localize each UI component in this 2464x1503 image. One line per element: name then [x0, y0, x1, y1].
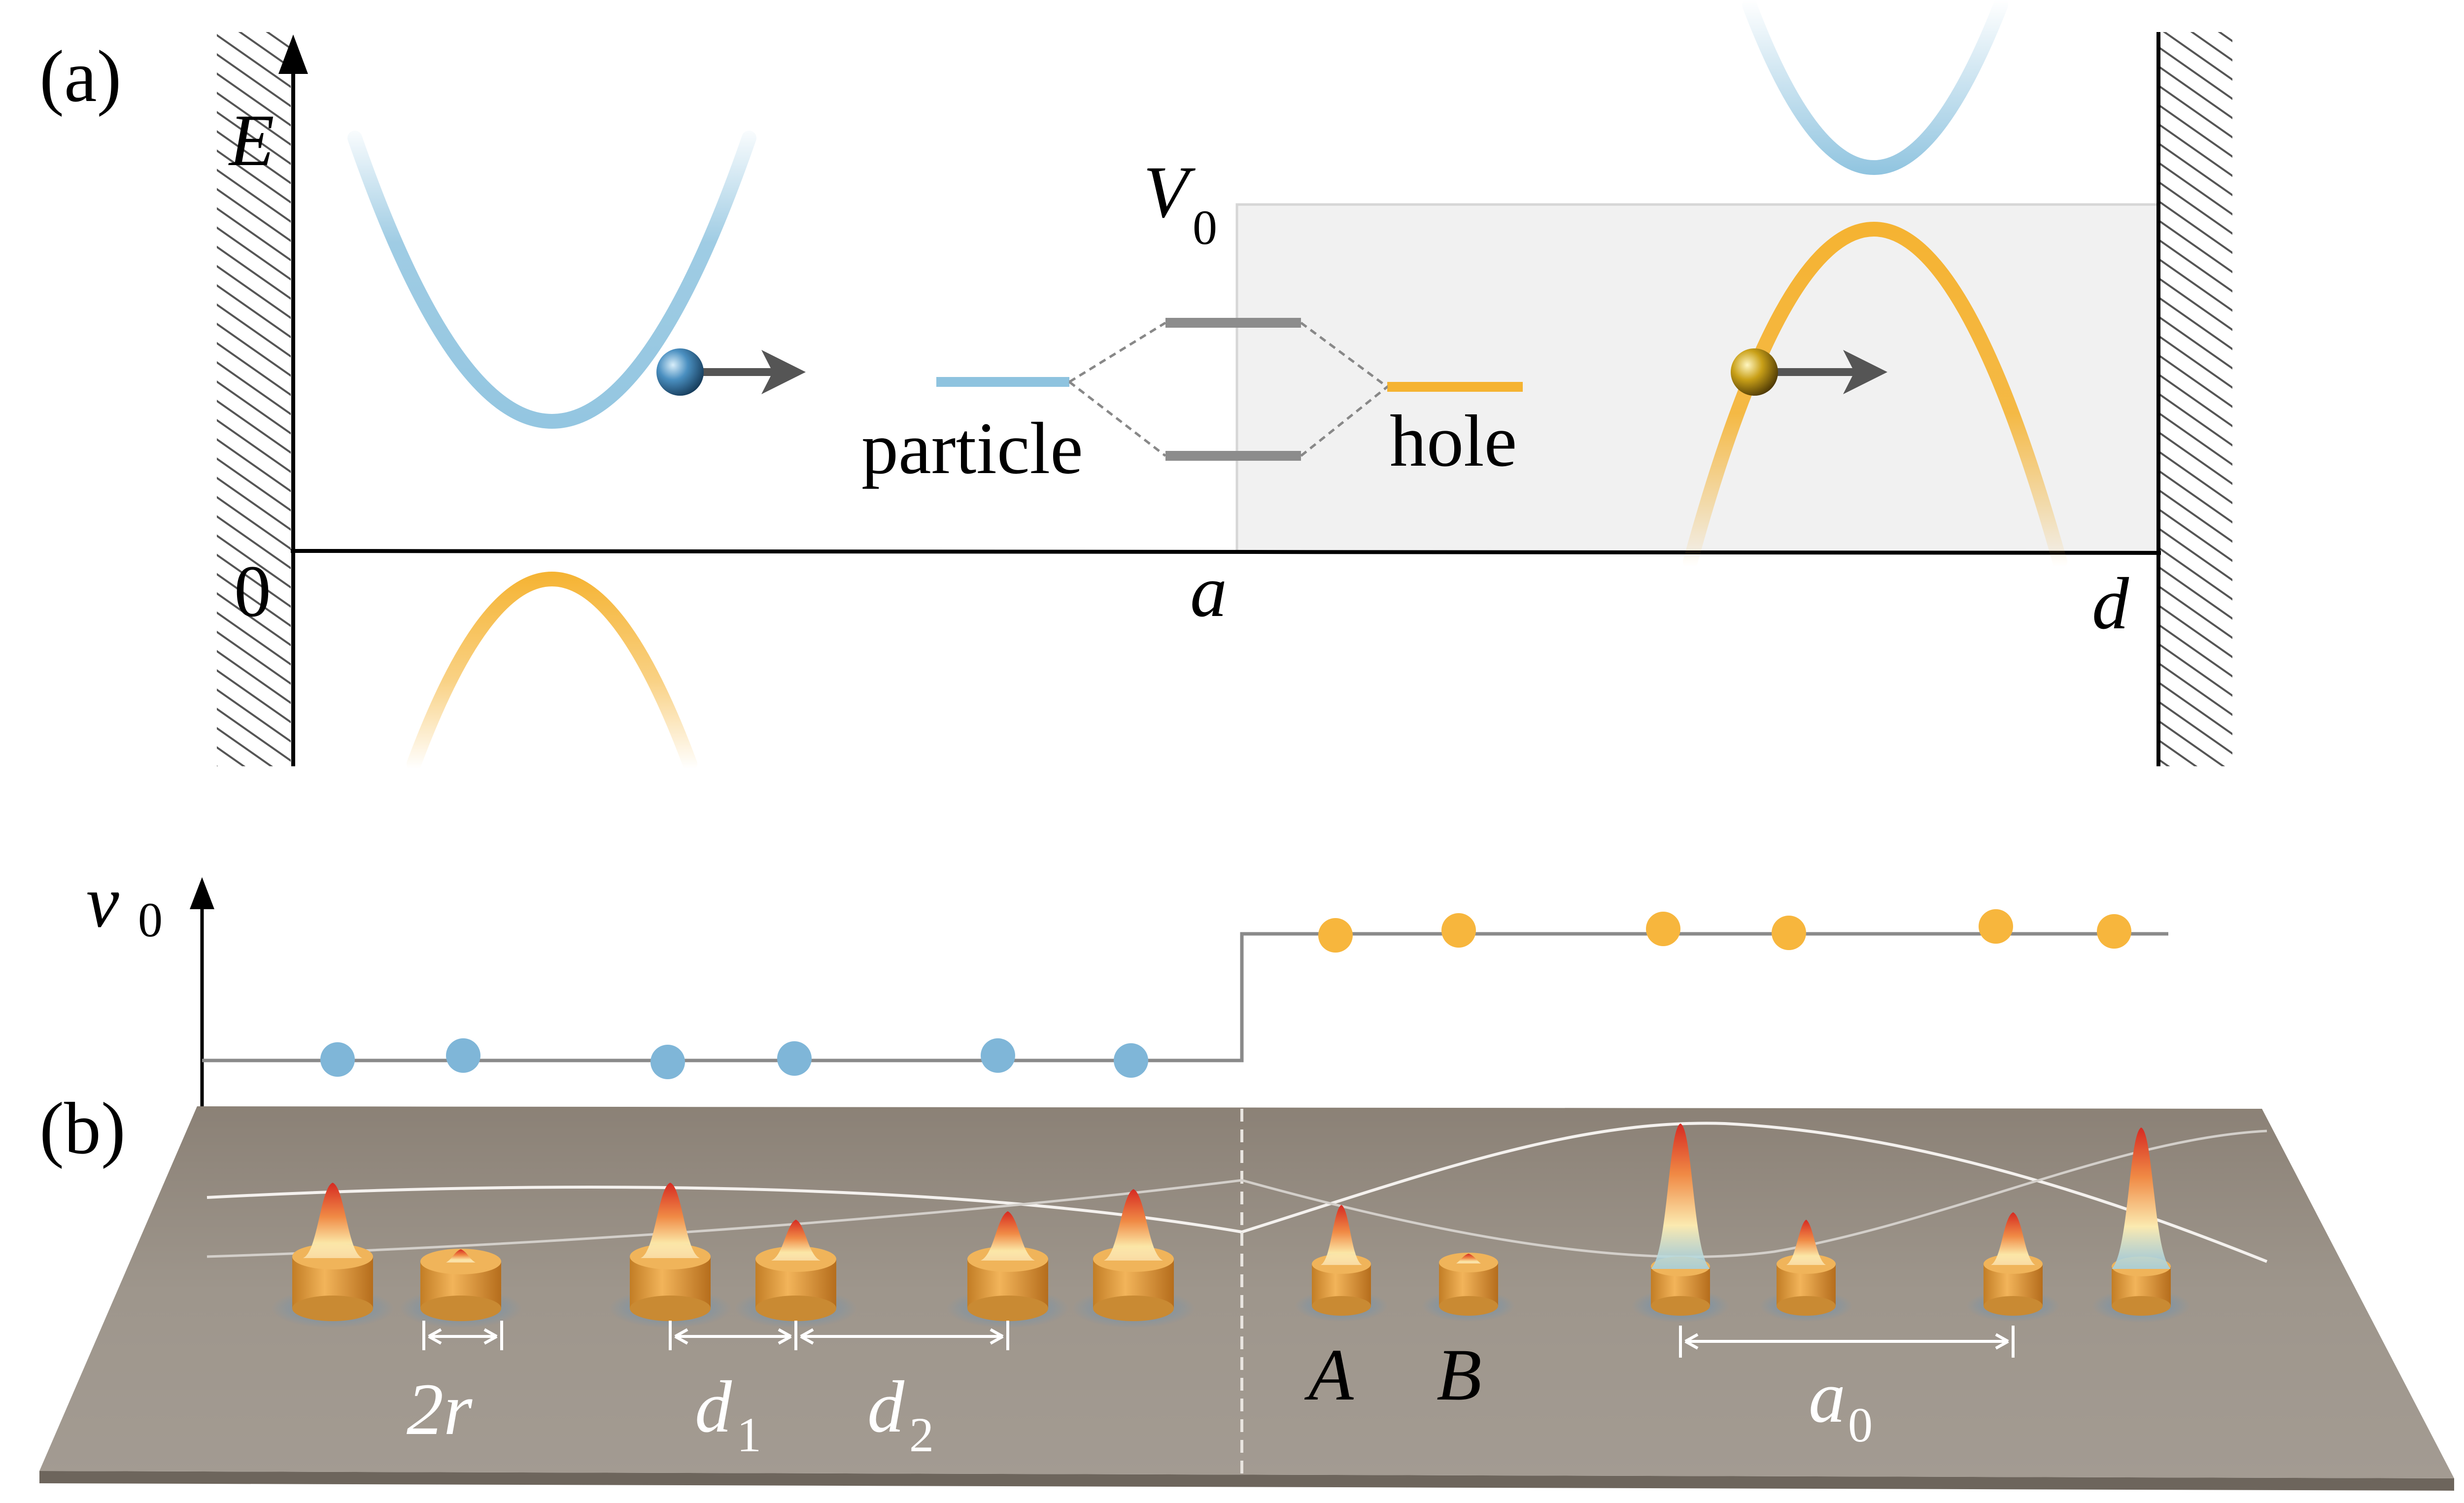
nu-axis-subscript: 0 — [138, 892, 163, 947]
resonator — [1966, 1212, 2060, 1322]
resonator — [1422, 1253, 1515, 1322]
onsite-step-profile — [202, 932, 2168, 1062]
label-a0-subscript: 0 — [1848, 1398, 1873, 1452]
position-a-label: a — [1190, 550, 1227, 632]
label-2r: 2r — [407, 1368, 473, 1450]
nu-axis-label: ν — [86, 861, 119, 943]
onsite-dot — [320, 1042, 355, 1077]
resonator — [734, 1220, 857, 1328]
left-onsite-dots — [320, 1038, 1148, 1079]
barrier-height-subscript: 0 — [1193, 200, 1217, 255]
resonator — [1759, 1220, 1853, 1322]
resonator — [2092, 1127, 2190, 1323]
onsite-dot — [2097, 914, 2131, 949]
level-diagram: particle hole — [861, 318, 1523, 489]
label-A: A — [1304, 1334, 1354, 1416]
left-wall-hatch — [217, 32, 291, 766]
coupling-dashed-line — [1300, 386, 1388, 457]
left-particle-arrow-head — [761, 350, 806, 394]
onsite-dot — [650, 1045, 685, 1079]
panel-a: (a) E 0 a d V 0 — [39, 0, 2232, 771]
envelope-curve-right-upper — [1241, 1122, 2268, 1263]
baseline-axis — [290, 549, 2161, 555]
panel-a-label: (a) — [39, 35, 121, 117]
substrate-plate — [39, 1106, 2454, 1478]
substrate-plate-edge — [39, 1471, 2454, 1491]
label-d1: d — [695, 1366, 732, 1448]
onsite-dot — [1646, 912, 1680, 946]
onsite-dot — [1114, 1043, 1148, 1078]
barrier-region — [1235, 203, 2160, 553]
envelope-curve-left-upper — [206, 1186, 1242, 1233]
resonator — [399, 1249, 522, 1328]
left-particle-band — [347, 131, 756, 429]
hole-level-label: hole — [1390, 400, 1517, 482]
label-a0: a — [1809, 1356, 1846, 1438]
right-onsite-dots — [1318, 909, 2131, 953]
onsite-dot — [777, 1041, 812, 1076]
coupling-dashed-line — [1068, 321, 1166, 383]
label-d1-subscript: 1 — [737, 1407, 761, 1462]
particle-level-label: particle — [861, 408, 1083, 489]
panel-b-label: (b) — [39, 1088, 126, 1169]
panel-b: (b) ν 0 — [39, 861, 2454, 1491]
right-particle-band — [1742, 0, 2008, 175]
position-d-label: d — [2092, 563, 2129, 645]
envelope-curve-left-lower — [206, 1179, 1242, 1258]
resonator — [946, 1211, 1069, 1328]
left-hole-band — [407, 572, 697, 771]
label-d2-subscript: 2 — [909, 1407, 934, 1462]
label-d2: d — [867, 1366, 905, 1448]
onsite-dot — [1772, 916, 1806, 950]
onsite-dot — [1979, 909, 2013, 944]
right-hole-ball — [1731, 348, 1778, 396]
resonator-array — [271, 1124, 2190, 1328]
coupling-dashed-line — [1068, 381, 1166, 457]
onsite-dot — [1441, 913, 1476, 948]
resonator — [609, 1183, 732, 1328]
onsite-dot — [981, 1038, 1015, 1073]
nu-axis-arrowhead — [190, 877, 214, 909]
origin-label: 0 — [234, 550, 271, 632]
right-hole-arrow-head — [1843, 350, 1887, 394]
resonator — [271, 1183, 394, 1328]
onsite-dot — [1318, 918, 1353, 953]
onsite-dot — [446, 1038, 480, 1073]
envelope-curve-right-lower — [1241, 1129, 2267, 1258]
resonator — [1072, 1189, 1195, 1328]
label-B: B — [1437, 1334, 1482, 1416]
left-particle-ball — [656, 348, 704, 396]
energy-axis-label: E — [228, 100, 274, 181]
resonator — [1631, 1124, 1730, 1323]
energy-axis-arrowhead — [278, 34, 308, 74]
dimension-markers — [422, 1321, 2015, 1358]
barrier-height-label: V — [1143, 151, 1196, 233]
right-wall-hatch — [2158, 32, 2232, 766]
resonator — [1295, 1205, 1388, 1322]
coupling-dashed-line — [1300, 321, 1388, 388]
